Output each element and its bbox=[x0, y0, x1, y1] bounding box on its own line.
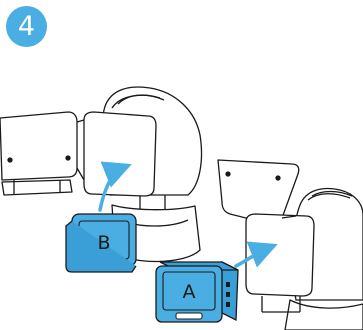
insert-arrow-right bbox=[234, 241, 278, 268]
dvd-unit-b: B bbox=[65, 213, 137, 273]
left-mount-bracket bbox=[0, 111, 157, 197]
insert-arrow-left bbox=[98, 161, 132, 212]
unit-b-label: B bbox=[97, 232, 110, 254]
unit-a-label: A bbox=[183, 281, 196, 303]
dvd-unit-a: A bbox=[155, 260, 239, 323]
step-number-badge: 4 bbox=[6, 6, 47, 47]
right-mount-bracket bbox=[217, 159, 315, 313]
